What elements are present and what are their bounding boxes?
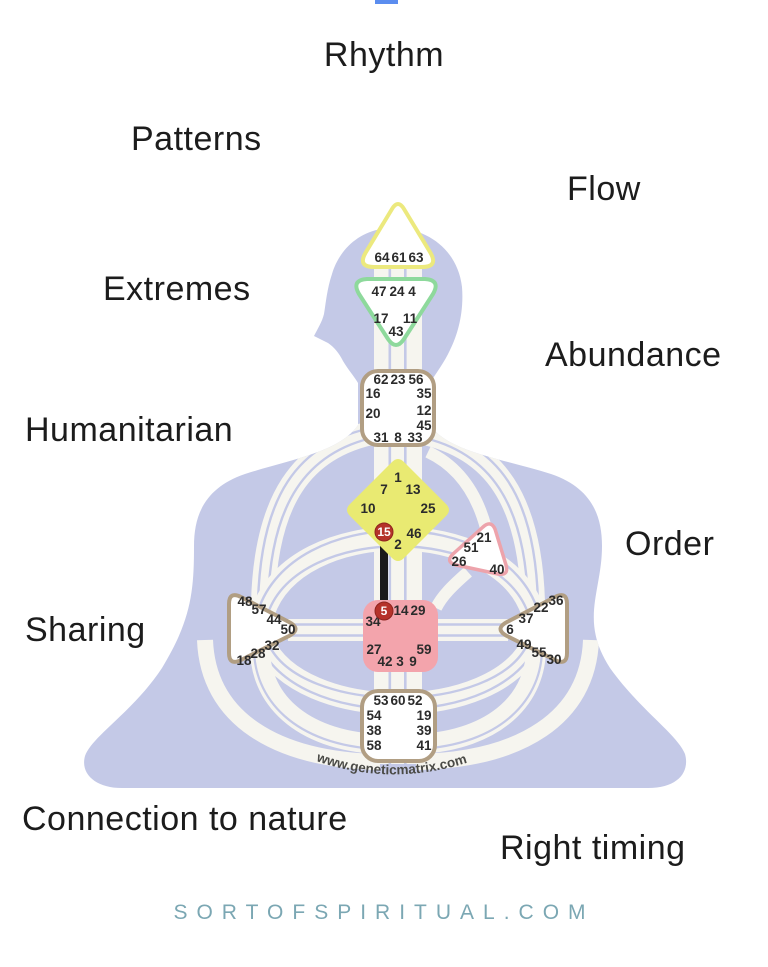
gate-58: 58 [366,738,382,753]
keyword-rhythm: Rhythm [323,36,445,74]
keyword-flow: Flow [567,170,641,208]
gate-49: 49 [516,637,531,652]
gate-52: 52 [407,693,422,708]
top-accent-bar [375,0,398,4]
gate-29: 29 [410,603,425,618]
gate-15: 15 [377,525,391,539]
heart-center: 21 51 26 40 [447,522,509,577]
spleen-center: 48 57 44 50 32 28 18 [227,593,298,668]
keyword-order: Order [625,525,715,563]
throat-center: 62 23 56 16 35 20 12 45 31 8 33 [360,369,436,447]
gate-8: 8 [394,430,402,445]
gate-2: 2 [394,537,402,552]
root-center: 53 60 52 54 19 38 39 58 41 [360,689,437,763]
gate-38: 38 [366,723,382,738]
gate-6: 6 [506,622,514,637]
gate-5: 5 [381,604,388,618]
gate-34: 34 [365,614,381,629]
gate-26: 26 [451,554,467,569]
gate-39: 39 [416,723,431,738]
gate-12: 12 [416,403,431,418]
keyword-sharing: Sharing [25,611,146,649]
gate-36: 36 [548,593,564,608]
keyword-abundance: Abundance [545,336,722,374]
gate-47: 47 [371,284,386,299]
gate-43: 43 [388,324,404,339]
gate-3: 3 [396,654,404,669]
gate-62: 62 [373,372,388,387]
sacral-center: 14 29 34 27 59 42 3 9 5 [363,600,438,672]
gate-33: 33 [407,430,423,445]
gate-20: 20 [365,406,380,421]
gate-22: 22 [533,600,548,615]
gate-50: 50 [280,622,295,637]
keyword-patterns: Patterns [131,120,262,158]
gate-25: 25 [420,501,436,516]
gate-32: 32 [264,638,279,653]
gate-14: 14 [393,603,409,618]
gate-37: 37 [518,611,533,626]
gate-28: 28 [250,646,266,661]
footer-site: SORTOFSPIRITUAL.COM [173,901,595,924]
gate-24: 24 [389,284,405,299]
gate-1: 1 [394,470,402,485]
gate-31: 31 [373,430,389,445]
gate-46: 46 [406,526,422,541]
gate-40: 40 [489,562,504,577]
gate-13: 13 [405,482,421,497]
keyword-extremes: Extremes [103,270,251,308]
keyword-humanitarian: Humanitarian [25,411,234,449]
gate-23: 23 [390,372,406,387]
gate-4: 4 [408,284,416,299]
gate-44: 44 [266,612,282,627]
gate-64: 64 [374,250,390,265]
gate-53: 53 [373,693,389,708]
gate-56: 56 [408,372,424,387]
solar-plexus-center: 36 22 37 6 49 55 30 [498,593,569,667]
gate-55: 55 [531,645,547,660]
gate-57: 57 [251,602,266,617]
gate-59: 59 [416,642,431,657]
gate-11: 11 [403,311,418,326]
highlight-gate-15-circle [374,522,394,542]
keyword-right-timing: Right timing [500,829,686,867]
gate-30: 30 [546,652,561,667]
highlight-gate-5-circle [374,601,394,621]
gate-21: 21 [476,530,492,545]
keyword-connection-to-nature: Connection to nature [22,800,348,838]
ajna-center: 47 24 4 17 11 43 [354,277,438,347]
gate-10: 10 [360,501,375,516]
gate-19: 19 [416,708,431,723]
g-center: 1 7 13 10 25 46 2 15 [347,459,449,561]
gate-16: 16 [365,386,381,401]
gate-41: 41 [416,738,432,753]
gate-45: 45 [416,418,432,433]
gate-48: 48 [237,594,253,609]
gate-61: 61 [391,250,407,265]
gate-63: 63 [408,250,424,265]
gate-9: 9 [409,654,417,669]
gate-27: 27 [366,642,381,657]
head-center: 64 61 63 [360,202,436,269]
gate-18: 18 [236,653,252,668]
gate-42: 42 [377,654,392,669]
gate-35: 35 [416,386,432,401]
gate-54: 54 [366,708,382,723]
gate-17: 17 [373,311,388,326]
gate-51: 51 [463,540,479,555]
gate-7: 7 [380,482,388,497]
gate-60: 60 [390,693,405,708]
